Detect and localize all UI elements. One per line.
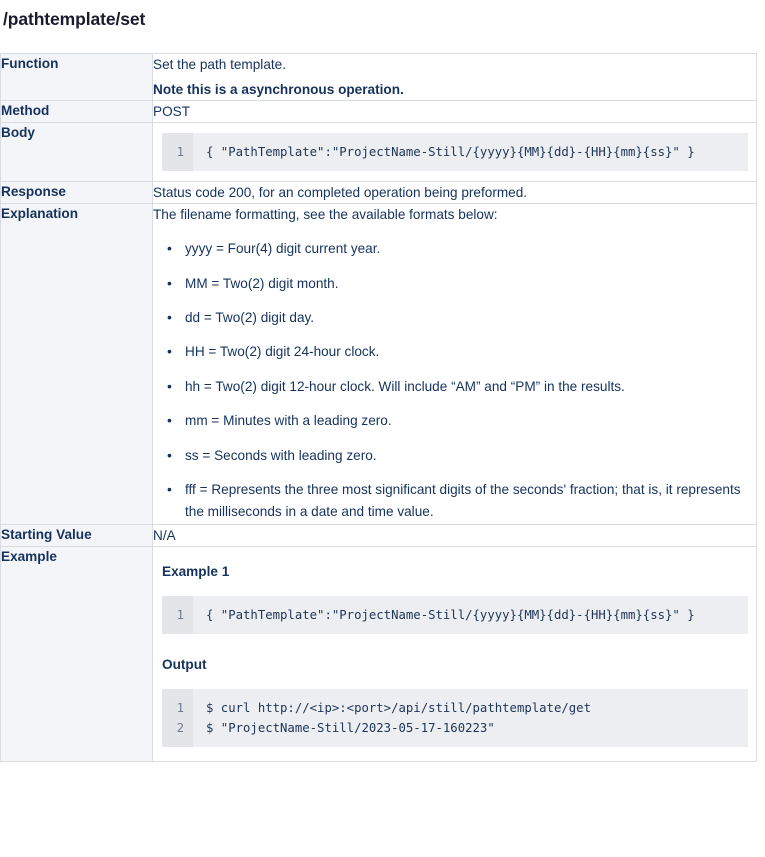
list-item: ss = Seconds with leading zero. bbox=[153, 444, 756, 467]
list-item: MM = Two(2) digit month. bbox=[153, 272, 756, 295]
row-label-response: Response bbox=[0, 181, 153, 204]
row-value-function: Set the path template. Note this is a asy… bbox=[152, 53, 757, 101]
output-heading: Output bbox=[162, 657, 207, 673]
code-line: { "PathTemplate":"ProjectName-Still/{yyy… bbox=[206, 144, 695, 159]
example-code-block: 1 { "PathTemplate":"ProjectName-Still/{yy… bbox=[162, 596, 748, 635]
row-label-body: Body bbox=[0, 122, 153, 182]
list-item: dd = Two(2) digit day. bbox=[153, 306, 756, 329]
code-line-number: 1 bbox=[176, 144, 184, 159]
row-value-response: Status code 200, for an completed operat… bbox=[152, 181, 757, 204]
row-label-explanation: Explanation bbox=[0, 203, 153, 525]
code-content: { "PathTemplate":"ProjectName-Still/{yyy… bbox=[193, 133, 748, 171]
row-value-method: POST bbox=[152, 100, 757, 123]
code-line: $ curl http://<ip>:<port>/api/still/path… bbox=[206, 701, 591, 716]
table-row: Body 1 { "PathTemplate":"ProjectName-Still… bbox=[0, 122, 757, 182]
code-line: $ "ProjectName-Still/2023-05-17-160223" bbox=[206, 721, 495, 736]
list-item: yyyy = Four(4) digit current year. bbox=[153, 237, 756, 260]
code-content: { "PathTemplate":"ProjectName-Still/{yyy… bbox=[193, 596, 748, 634]
code-line-number: 1 bbox=[176, 608, 184, 623]
note-text: Note this is a asynchronous operation. bbox=[153, 81, 404, 97]
value-text: Status code 200, for an completed operat… bbox=[153, 184, 528, 200]
page-title: /pathtemplate/set bbox=[3, 9, 146, 29]
code-line-number: 2 bbox=[176, 721, 184, 736]
code-content: $ curl http://<ip>:<port>/api/still/path… bbox=[193, 689, 748, 747]
code-line-numbers: 1 bbox=[162, 132, 193, 171]
row-value-example: Example 1 1 { "PathTemplate":"ProjectName-… bbox=[152, 546, 757, 762]
row-label-starting-value: Starting Value bbox=[0, 524, 153, 547]
row-label-example: Example bbox=[0, 546, 153, 762]
row-label-method: Method bbox=[0, 100, 153, 123]
row-value-body: 1 { "PathTemplate":"ProjectName-Still/{yy… bbox=[152, 122, 757, 182]
row-label-function: Function bbox=[0, 53, 153, 101]
code-line: { "PathTemplate":"ProjectName-Still/{yyy… bbox=[206, 608, 695, 623]
row-value-starting-value: N/A bbox=[152, 524, 757, 547]
value-text: N/A bbox=[153, 528, 176, 544]
list-item: HH = Two(2) digit 24-hour clock. bbox=[153, 340, 756, 363]
list-item: hh = Two(2) digit 12-hour clock. Will in… bbox=[153, 375, 756, 398]
list-item: mm = Minutes with a leading zero. bbox=[153, 409, 756, 432]
explanation-intro: The filename formatting, see the availab… bbox=[153, 207, 498, 222]
table-row: Example Example 1 1 { "PathTemplate":"Proje… bbox=[0, 546, 757, 762]
body-code-block: 1 { "PathTemplate":"ProjectName-Still/{yy… bbox=[162, 132, 748, 171]
code-line-numbers: 1 bbox=[162, 596, 193, 635]
list-item: fff = Represents the three most signific… bbox=[153, 478, 756, 522]
row-value-explanation: The filename formatting, see the availab… bbox=[152, 203, 757, 525]
value-text: Set the path template. bbox=[153, 56, 287, 72]
code-line-number: 1 bbox=[176, 701, 184, 716]
format-list: yyyy = Four(4) digit current year. MM = T… bbox=[153, 237, 756, 522]
example-heading: Example 1 bbox=[162, 564, 230, 580]
value-text: POST bbox=[153, 103, 191, 119]
